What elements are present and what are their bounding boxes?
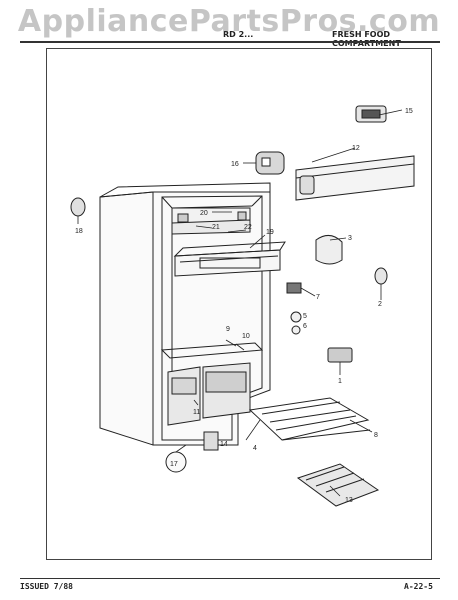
header-section-title: FRESH FOOD COMPARTMENT [332, 30, 401, 48]
callout-20: 20 [200, 210, 208, 217]
callout-3: 3 [348, 235, 352, 242]
bulb-part-5 [290, 311, 302, 323]
header-model-text: RD 2... [223, 30, 254, 39]
switch-part-7 [286, 282, 302, 294]
callout-18: 18 [75, 228, 83, 235]
callout-5: 5 [303, 313, 307, 320]
wire-shelf-part-8 [248, 397, 371, 441]
callout-10: 10 [242, 333, 250, 340]
issued-date-text: ISSUED 7/88 [20, 582, 73, 591]
light-shield-part-3 [315, 235, 343, 265]
callout-11: 11 [193, 409, 200, 416]
callout-4: 4 [253, 445, 257, 452]
diagram-frame [46, 48, 432, 560]
thermostat-part-1 [327, 347, 353, 363]
drawer-support-shelf [173, 241, 286, 277]
handle-cap-part-16 [255, 151, 285, 175]
light-bulb-icon [177, 213, 189, 223]
callout-8: 8 [374, 432, 378, 439]
door-trim-part-12 [295, 155, 415, 201]
footer-rule [20, 578, 440, 579]
callout-16: 16 [231, 161, 239, 168]
callout-13: 13 [345, 497, 353, 504]
callout-15: 15 [405, 108, 413, 115]
socket-part-6 [291, 325, 301, 335]
light-socket-icon [237, 211, 247, 221]
callout-21: 21 [212, 224, 220, 231]
callout-22: 22 [244, 224, 252, 231]
callout-9: 9 [226, 326, 230, 333]
callout-12: 12 [352, 145, 360, 152]
crisper-drawers [160, 342, 264, 426]
callout-1: 1 [338, 378, 342, 385]
ice-tray-part-13 [296, 463, 380, 507]
knob-part-18 [70, 197, 86, 217]
callout-19: 19 [266, 229, 274, 236]
callout-7: 7 [316, 294, 320, 301]
small-part-2 [374, 267, 388, 285]
hinge-part-14 [203, 431, 219, 451]
callout-2: 2 [378, 301, 382, 308]
callout-14: 14 [220, 441, 228, 448]
badge-part-15 [355, 105, 387, 123]
callout-6: 6 [303, 323, 307, 330]
callout-17: 17 [170, 461, 178, 468]
page-code-text: A-22-5 [404, 582, 433, 591]
header-rule [20, 41, 440, 43]
